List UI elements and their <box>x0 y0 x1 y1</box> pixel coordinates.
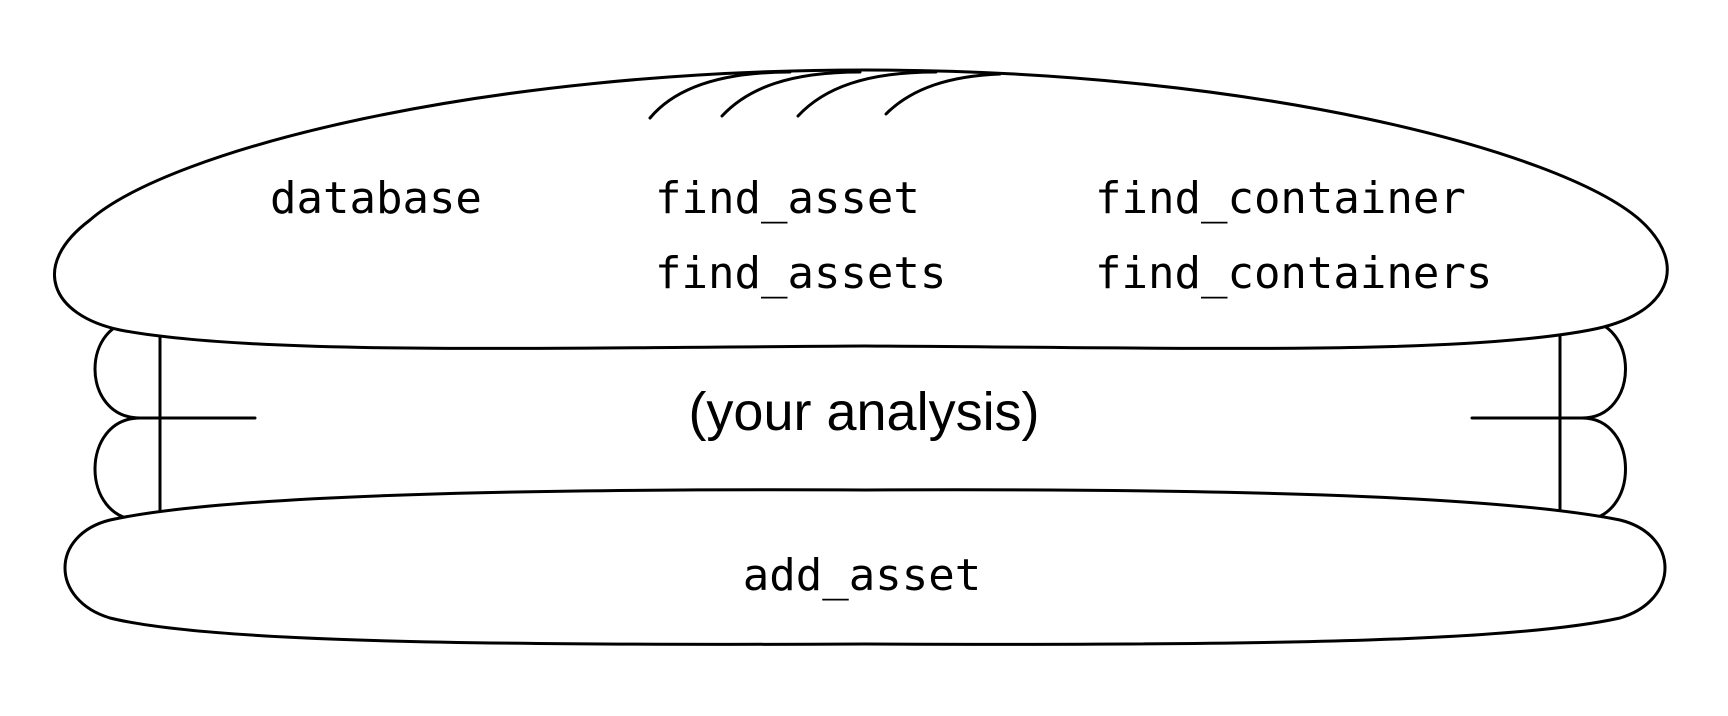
sesame-seed-curves <box>648 70 1002 120</box>
label-add-asset: add_asset <box>743 550 981 601</box>
top-bun <box>52 68 1669 350</box>
label-find-container: find_container <box>1095 173 1466 224</box>
label-database: database <box>270 173 482 224</box>
label-find-asset: find_asset <box>655 173 920 224</box>
label-find-assets: find_assets <box>655 248 946 299</box>
bottom-bun <box>63 488 1667 646</box>
label-find-containers: find_containers <box>1095 248 1492 299</box>
filling-upper-layer <box>93 318 1627 420</box>
label-your-analysis: (your analysis) <box>688 382 1039 442</box>
